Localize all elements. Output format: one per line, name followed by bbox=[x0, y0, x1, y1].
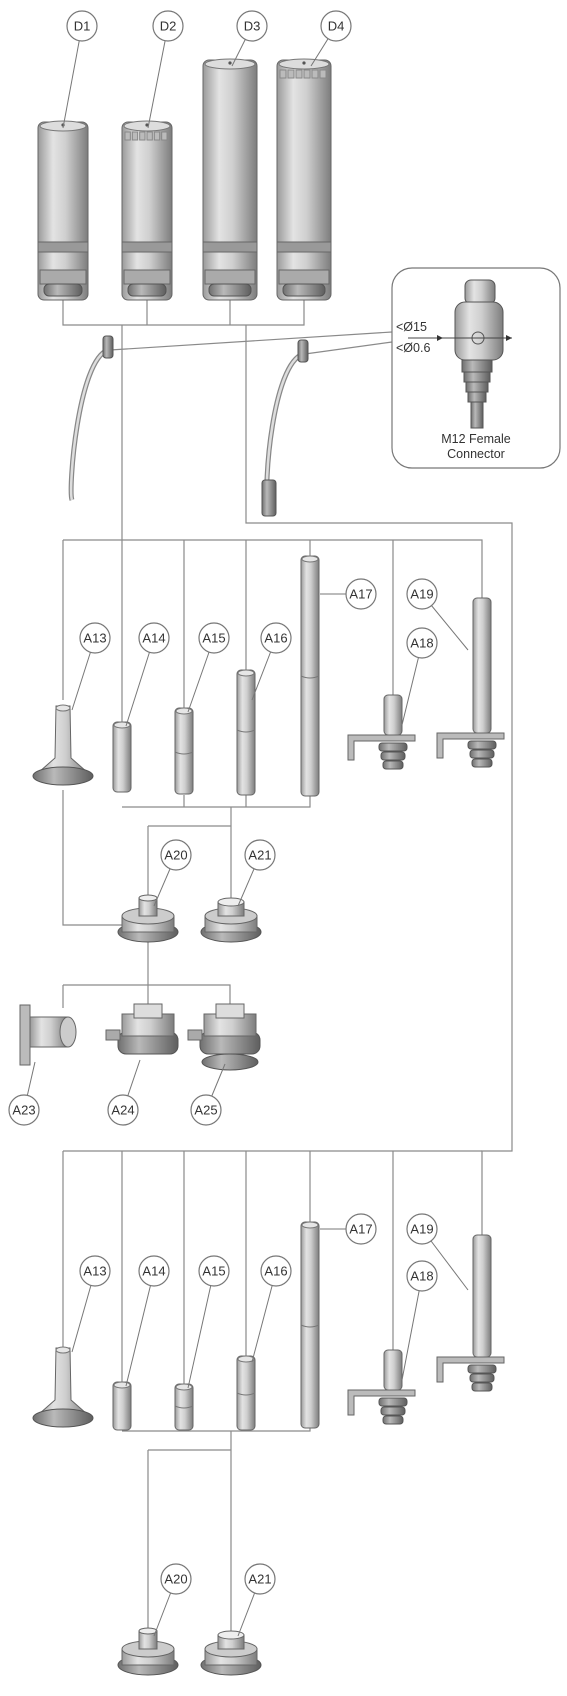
svg-text:A15: A15 bbox=[202, 1264, 225, 1279]
stand-a13 bbox=[32, 704, 94, 786]
label-a19-2: A19 bbox=[406, 1213, 469, 1291]
label-a25: A25 bbox=[190, 1063, 226, 1126]
light-tower-d1 bbox=[37, 120, 89, 301]
mount-box-a25 bbox=[187, 1003, 261, 1071]
label-a18-2: A18 bbox=[401, 1260, 438, 1381]
svg-text:A17: A17 bbox=[349, 1222, 372, 1237]
cable-open-end bbox=[68, 335, 114, 501]
svg-text:A20: A20 bbox=[164, 848, 187, 863]
label-a16: A16 bbox=[251, 622, 292, 701]
label-a14: A14 bbox=[125, 622, 170, 727]
light-tower-d4 bbox=[276, 58, 332, 301]
wall-mount-a23 bbox=[19, 1004, 77, 1066]
pole-a16 bbox=[236, 669, 256, 796]
connector-lines bbox=[62, 298, 513, 1655]
svg-text:A13: A13 bbox=[83, 1264, 106, 1279]
connector-title-line1: M12 Female bbox=[441, 432, 511, 446]
svg-text:A15: A15 bbox=[202, 631, 225, 646]
bracket-pole-a18-2 bbox=[347, 1349, 416, 1425]
svg-text:A21: A21 bbox=[248, 1572, 271, 1587]
base-a21 bbox=[200, 897, 262, 943]
label-a21: A21 bbox=[237, 839, 276, 907]
m12-connector-drawing bbox=[408, 279, 512, 429]
connector-title-line2: Connector bbox=[447, 447, 505, 461]
m12-plug-end bbox=[261, 479, 277, 517]
base-a20 bbox=[117, 894, 179, 943]
base-a21-2 bbox=[200, 1630, 262, 1676]
pole-a16-2 bbox=[236, 1355, 256, 1431]
svg-text:A20: A20 bbox=[164, 1572, 187, 1587]
svg-text:A16: A16 bbox=[264, 1264, 287, 1279]
label-a13: A13 bbox=[71, 622, 111, 711]
stand-a13-2 bbox=[32, 1346, 94, 1428]
svg-text:A19: A19 bbox=[410, 587, 433, 602]
pole-a15-2 bbox=[174, 1383, 194, 1431]
mount-box-a24 bbox=[105, 1003, 179, 1055]
light-tower-d2 bbox=[121, 120, 173, 301]
label-a20: A20 bbox=[153, 839, 192, 907]
label-a15: A15 bbox=[187, 622, 230, 713]
bracket-pole-a19-2 bbox=[436, 1234, 505, 1392]
svg-text:D1: D1 bbox=[74, 19, 91, 34]
label-d1: D1 bbox=[62, 10, 98, 129]
bracket-pole-a19 bbox=[436, 597, 505, 768]
pole-a17-2 bbox=[300, 1221, 320, 1429]
svg-text:A14: A14 bbox=[142, 1264, 165, 1279]
pole-a14 bbox=[112, 721, 132, 793]
label-d3: D3 bbox=[231, 10, 268, 67]
parts-layer bbox=[19, 58, 505, 1676]
svg-text:A21: A21 bbox=[248, 848, 271, 863]
label-d4: D4 bbox=[310, 10, 352, 67]
label-a21-2: A21 bbox=[237, 1563, 276, 1637]
connector-dim-2: <Ø0.6 bbox=[396, 341, 430, 355]
svg-text:D2: D2 bbox=[160, 19, 177, 34]
svg-text:A23: A23 bbox=[12, 1103, 35, 1118]
svg-text:A25: A25 bbox=[194, 1103, 217, 1118]
label-a23: A23 bbox=[8, 1061, 40, 1126]
label-a16-2: A16 bbox=[251, 1255, 292, 1363]
label-a20-2: A20 bbox=[153, 1563, 192, 1637]
svg-text:D3: D3 bbox=[244, 19, 261, 34]
label-a13-2: A13 bbox=[71, 1255, 111, 1353]
label-a17-2: A17 bbox=[320, 1213, 377, 1245]
bracket-pole-a18 bbox=[347, 694, 416, 770]
svg-text:A19: A19 bbox=[410, 1222, 433, 1237]
m12-connector-callout: <Ø15 <Ø0.6 M12 Female Connector bbox=[391, 267, 561, 469]
svg-text:A13: A13 bbox=[83, 631, 106, 646]
svg-text:A16: A16 bbox=[264, 631, 287, 646]
label-a14-2: A14 bbox=[125, 1255, 170, 1387]
label-a15-2: A15 bbox=[187, 1255, 230, 1389]
svg-text:A17: A17 bbox=[349, 587, 372, 602]
pole-a17 bbox=[300, 555, 320, 797]
label-a18: A18 bbox=[401, 627, 438, 726]
svg-text:A14: A14 bbox=[142, 631, 165, 646]
svg-text:A18: A18 bbox=[410, 636, 433, 651]
svg-text:A24: A24 bbox=[111, 1103, 134, 1118]
svg-text:A18: A18 bbox=[410, 1269, 433, 1284]
light-tower-d3 bbox=[202, 58, 258, 301]
label-a17: A17 bbox=[320, 578, 377, 610]
connector-dim-1: <Ø15 bbox=[396, 320, 427, 334]
label-a24: A24 bbox=[107, 1059, 141, 1126]
label-a19: A19 bbox=[406, 578, 469, 651]
svg-text:D4: D4 bbox=[328, 19, 345, 34]
pole-a14-2 bbox=[112, 1381, 132, 1431]
base-a20-2 bbox=[117, 1627, 179, 1676]
label-d2: D2 bbox=[147, 10, 184, 129]
pole-a15 bbox=[174, 707, 194, 795]
